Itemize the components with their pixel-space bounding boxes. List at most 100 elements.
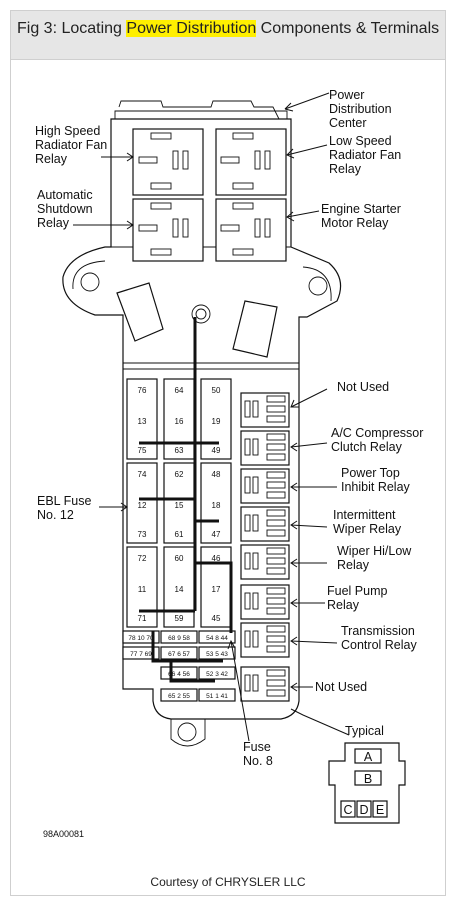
figure-code: 98A00081	[43, 829, 84, 839]
label-hs-fan-line1: High Speed	[35, 124, 100, 138]
label-fuel-pump-line1: Fuel Pump	[327, 584, 387, 598]
fuse-num-15: 15	[175, 501, 184, 510]
connector-letter-c: C	[343, 803, 352, 817]
fuse-19	[200, 378, 232, 460]
row4-a: 65 2 55	[168, 693, 190, 700]
label-fuse8-line2: No. 8	[243, 754, 273, 768]
terminal-46: 46	[212, 554, 221, 563]
label-ebl-line1: EBL Fuse	[37, 494, 91, 508]
terminal-60: 60	[175, 554, 184, 563]
terminal-63: 63	[175, 446, 184, 455]
label-starter-line1: Engine Starter	[321, 202, 401, 216]
fuse-15	[163, 462, 195, 544]
terminal-72: 72	[138, 554, 147, 563]
terminal-64: 64	[175, 386, 184, 395]
fuse-num-16: 16	[175, 417, 184, 426]
fuse-14	[163, 546, 195, 628]
connector-letter-d: D	[359, 803, 368, 817]
connector-letter-b: B	[364, 772, 372, 786]
relay-not-used-1	[240, 392, 290, 428]
label-wiper-hilo-line1: Wiper Hi/Low	[337, 544, 412, 558]
fuse-num-13: 13	[138, 417, 147, 426]
bus-bars	[139, 317, 233, 683]
fuse-12	[126, 462, 158, 544]
auto-shutdown-relay	[132, 198, 204, 262]
label-transmission: Transmission Control Relay	[341, 624, 418, 652]
label-pdc: Power Distribution Center	[329, 88, 395, 130]
label-hs-fan-line3: Relay	[35, 152, 68, 166]
cavity-b	[354, 770, 382, 786]
cavity-c	[340, 800, 356, 818]
label-asd-line3: Relay	[37, 216, 70, 230]
terminal-76: 76	[138, 386, 147, 395]
label-transmission-line1: Transmission	[341, 624, 415, 638]
label-starter-line2: Motor Relay	[321, 216, 389, 230]
mini-fuse-rows: 78 10 70 68 9 58 54 8 44 77 7 69 67 6 57…	[122, 630, 236, 702]
power-distribution-diagram: 76 13 75 74 12 73 72 11 71 64 16 63 62 1…	[35, 88, 423, 839]
terminal-47: 47	[212, 530, 221, 539]
relay-ac-compressor	[240, 430, 290, 466]
engine-starter-relay	[215, 198, 287, 262]
terminal-49: 49	[212, 446, 221, 455]
terminal-74: 74	[138, 470, 147, 479]
fuse-num-14: 14	[175, 585, 184, 594]
title-text-post: Components & Terminals	[256, 20, 440, 37]
cavity-e	[372, 800, 388, 818]
label-pdc-line2: Distribution	[329, 102, 392, 116]
label-ls-fan-line2: Radiator Fan	[329, 148, 401, 162]
label-ls-fan: Low Speed Radiator Fan Relay	[329, 134, 405, 176]
terminal-61: 61	[175, 530, 184, 539]
right-relays	[240, 392, 290, 702]
connector-letter-e: E	[376, 803, 384, 817]
label-typical: Typical	[345, 724, 384, 738]
fuse-num-19: 19	[212, 417, 221, 426]
terminal-50: 50	[212, 386, 221, 395]
label-starter: Engine Starter Motor Relay	[321, 202, 404, 230]
label-hs-fan: High Speed Radiator Fan Relay	[35, 124, 111, 166]
relay-not-used-2	[240, 666, 290, 702]
relay-transmission	[240, 622, 290, 658]
terminal-75: 75	[138, 446, 147, 455]
relay-wiper-hilo	[240, 544, 290, 580]
title-highlight: Power Distribution	[126, 20, 257, 37]
cavity-d	[356, 800, 372, 818]
fuse-block: 76 13 75 74 12 73 72 11 71 64 16 63 62 1…	[126, 378, 232, 628]
relay-power-top	[240, 468, 290, 504]
label-fuse8: Fuse No. 8	[243, 740, 274, 768]
label-pdc-line3: Center	[329, 116, 367, 130]
label-power-top: Power Top Inhibit Relay	[341, 466, 411, 494]
fuse-num-18: 18	[212, 501, 221, 510]
label-fuel-pump: Fuel Pump Relay	[327, 584, 391, 612]
label-int-wiper-line1: Intermittent	[333, 508, 396, 522]
label-ac-line2: Clutch Relay	[331, 440, 403, 454]
figure-frame: Fig 3: Locating Power Distribution Compo…	[10, 10, 446, 896]
label-asd-line2: Shutdown	[37, 202, 93, 216]
title-text-pre: Fig 3: Locating	[17, 20, 127, 37]
terminal-62: 62	[175, 470, 184, 479]
connector-letter-a: A	[364, 750, 373, 764]
row2-a: 77 7 69	[130, 651, 152, 658]
label-power-top-line2: Inhibit Relay	[341, 480, 411, 494]
label-ac-line1: A/C Compressor	[331, 426, 423, 440]
row3-b: 52 3 42	[206, 671, 228, 678]
row1-b: 68 9 58	[168, 635, 190, 642]
credit-line: Courtesy of CHRYSLER LLC	[150, 875, 306, 889]
fuse-num-12: 12	[138, 501, 147, 510]
cavity-a	[354, 748, 382, 764]
label-ebl: EBL Fuse No. 12	[37, 494, 95, 522]
label-wiper-hilo: Wiper Hi/Low Relay	[337, 544, 415, 572]
row3-a: 66 4 56	[168, 671, 190, 678]
row2-c: 53 5 43	[206, 651, 228, 658]
label-not-used-2: Not Used	[315, 680, 367, 694]
label-int-wiper-line2: Wiper Relay	[333, 522, 402, 536]
fuse-13	[126, 378, 158, 460]
fuse-11	[126, 546, 158, 628]
typical-connector: A B C D E	[328, 742, 406, 824]
terminal-45: 45	[212, 614, 221, 623]
label-fuse8-line1: Fuse	[243, 740, 271, 754]
row1-a: 78 10 70	[128, 635, 154, 642]
fuse-num-17: 17	[212, 585, 221, 594]
label-int-wiper: Intermittent Wiper Relay	[333, 508, 402, 536]
title-bar: Fig 3: Locating Power Distribution Compo…	[11, 11, 445, 60]
high-speed-fan-relay	[132, 128, 204, 196]
